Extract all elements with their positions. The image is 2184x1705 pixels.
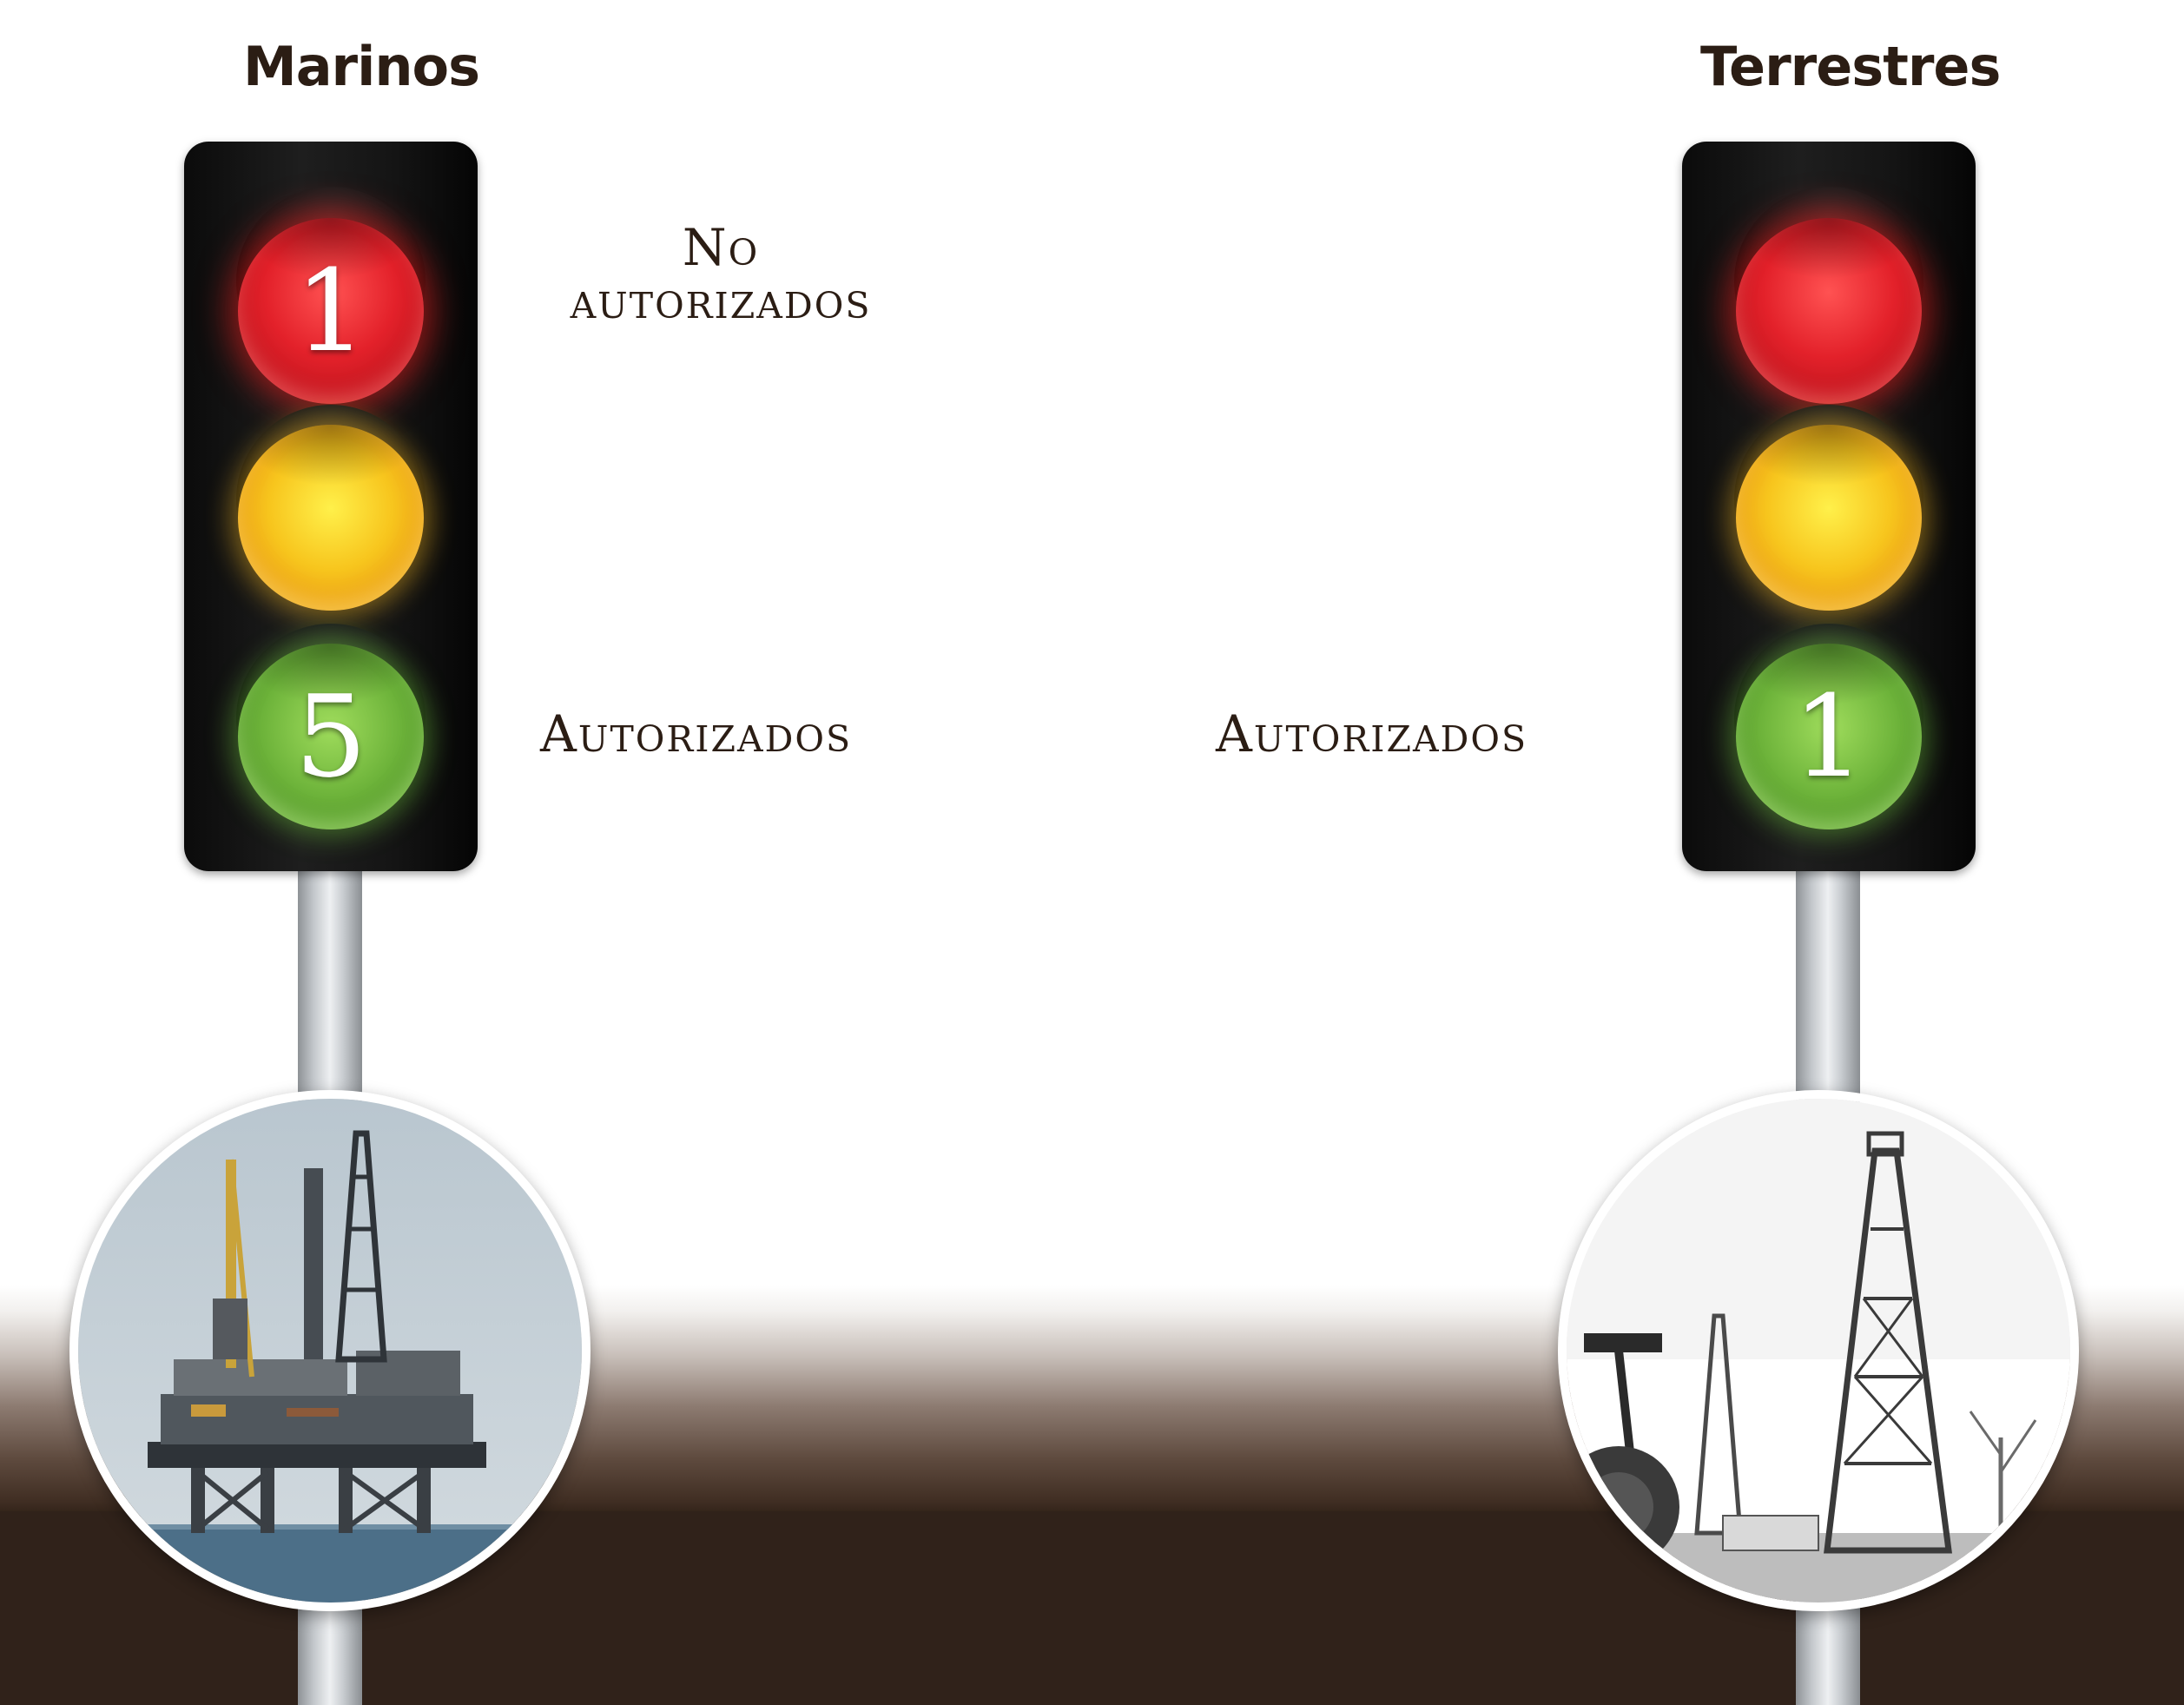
terrestres-title: Terrestres [1700, 35, 2001, 98]
marinos-yellow-lamp [238, 425, 424, 611]
terrestres-green-count: 1 [1792, 671, 1865, 803]
marinos-autorizados-label: Autorizados [540, 704, 853, 763]
terrestres-traffic-light: 1 [1682, 142, 1976, 871]
marinos-no-autorizados-label: No autorizados [504, 221, 938, 327]
marinos-traffic-light: 1 5 [184, 142, 478, 871]
terrestres-green-lamp: 1 [1736, 644, 1922, 829]
marinos-green-lamp: 5 [238, 644, 424, 829]
marinos-green-count: 5 [294, 671, 367, 803]
marinos-red-count: 1 [294, 245, 367, 377]
marinos-no-label-line2: autorizados [570, 270, 872, 330]
terrestres-autorizados-label: Autorizados [1216, 704, 1528, 763]
land-drilling-rig-icon [1558, 1090, 2079, 1611]
terrestres-red-lamp [1736, 218, 1922, 404]
offshore-oil-platform-icon [69, 1090, 591, 1611]
marinos-no-label-line1: No [682, 218, 760, 277]
marinos-title: Marinos [243, 35, 480, 98]
marinos-red-lamp: 1 [238, 218, 424, 404]
terrestres-yellow-lamp [1736, 425, 1922, 611]
